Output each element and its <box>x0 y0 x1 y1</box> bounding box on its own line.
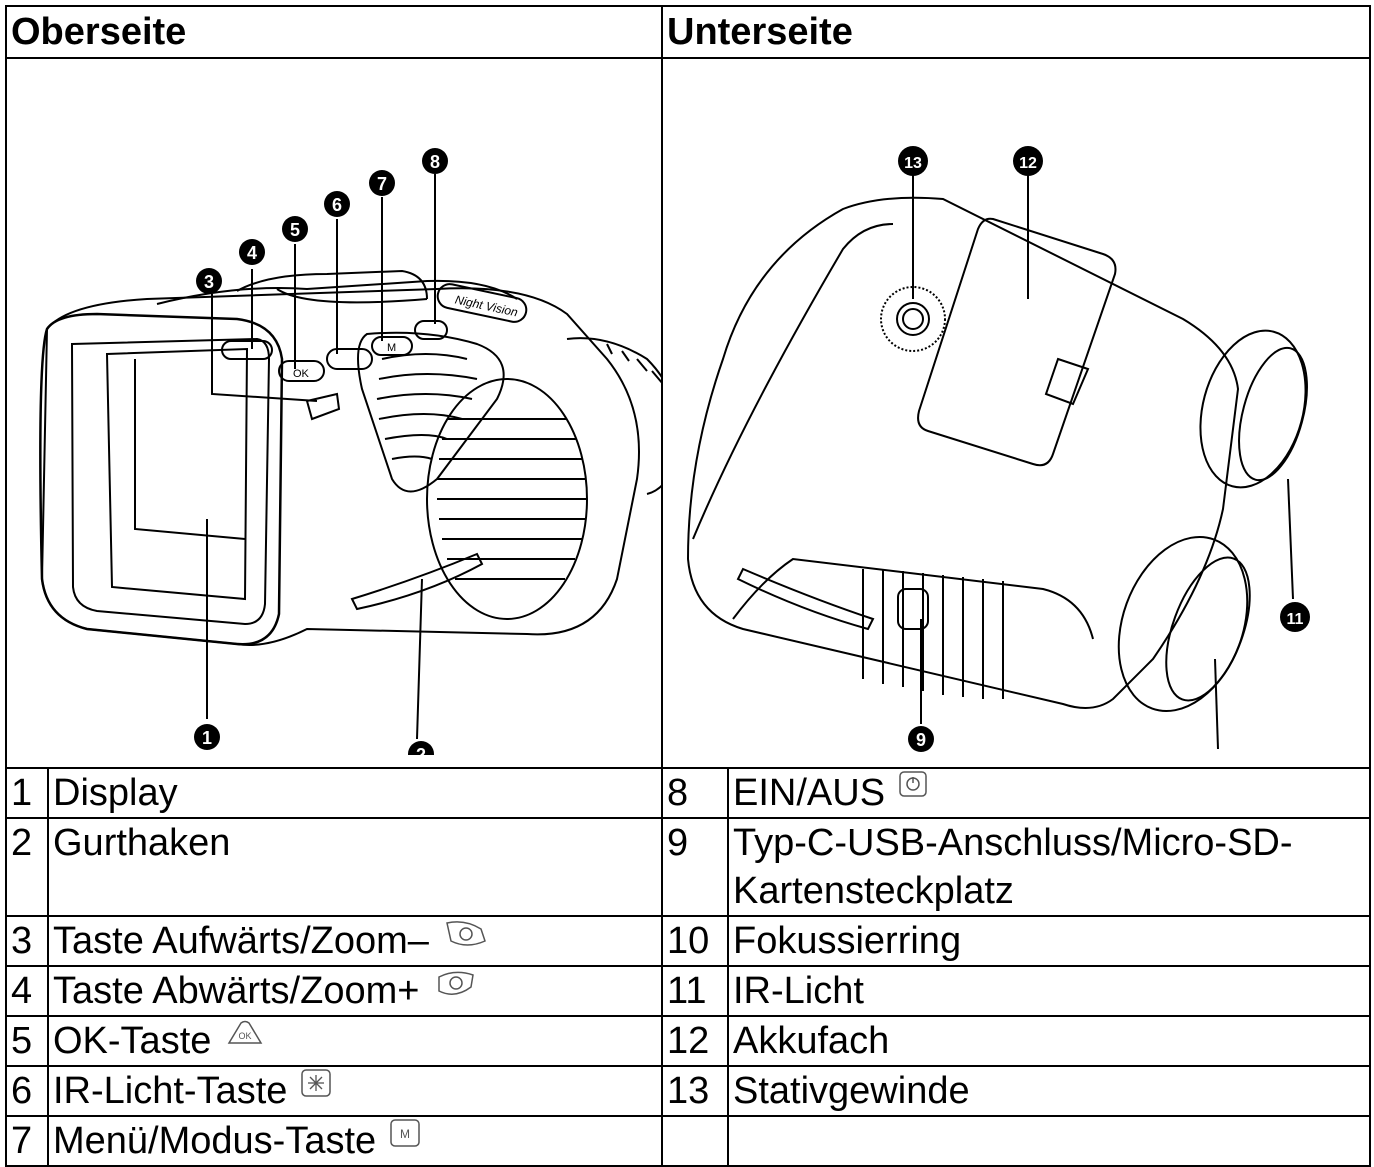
legend-label-zoom-in: Taste Abwärts/Zoom+ <box>53 970 420 1012</box>
legend-label-power: EIN/AUS <box>733 772 886 814</box>
legend-label-battery: Akkufach <box>727 1015 1371 1067</box>
legend-label-empty <box>727 1115 1371 1167</box>
ok-icon-text: OK <box>239 1031 252 1041</box>
legend-num-11: 11 <box>661 965 729 1017</box>
legend-label-ir-button: IR-Licht-Taste <box>53 1070 288 1112</box>
callout-8: 8 <box>430 152 440 172</box>
power-icon <box>899 771 927 797</box>
callout-2: 2 <box>416 745 426 755</box>
menu-mode-icon: M <box>390 1119 420 1147</box>
callout-4: 4 <box>247 243 257 263</box>
legend-label-ok: OK-Taste <box>53 1020 212 1062</box>
legend-cell-ir-button: IR-Licht-Taste <box>47 1065 663 1117</box>
zoom-out-icon <box>443 919 487 949</box>
callout-11: 11 <box>1287 611 1304 628</box>
callouts-bottom: 9 10 11 12 13 <box>898 146 1310 786</box>
callout-6: 6 <box>332 195 342 215</box>
ok-icon: OK <box>225 1019 265 1047</box>
legend-num-12: 12 <box>661 1015 729 1067</box>
zoom-in-icon <box>433 969 477 999</box>
legend-label-strap-hook: Gurthaken <box>47 817 663 917</box>
legend-cell-power: EIN/AUS <box>727 767 1371 819</box>
callout-9: 9 <box>916 730 926 750</box>
legend-num-1: 1 <box>5 767 49 819</box>
callout-3: 3 <box>204 272 214 292</box>
legend-num-8: 8 <box>661 767 729 819</box>
legend-num-10: 10 <box>661 915 729 967</box>
legend-num-2: 2 <box>5 817 49 917</box>
ir-light-icon <box>301 1069 332 1097</box>
legend-cell-menu: Menü/Modus-Taste M <box>47 1115 663 1167</box>
legend-num-5: 5 <box>5 1015 49 1067</box>
legend-num-13: 13 <box>661 1065 729 1117</box>
device-menu-text: M <box>387 342 396 354</box>
callout-7: 7 <box>377 174 387 194</box>
legend-num-4: 4 <box>5 965 49 1017</box>
legend-label-ir-light: IR-Licht <box>727 965 1371 1017</box>
callout-5: 5 <box>290 220 300 240</box>
legend-cell-ok: OK-Taste OK <box>47 1015 663 1067</box>
legend-label-menu: Menü/Modus-Taste <box>53 1120 377 1162</box>
device-bottom-illustration: 9 10 11 12 13 <box>686 146 1310 786</box>
legend-label-display: Display <box>47 767 663 819</box>
legend-num-3: 3 <box>5 915 49 967</box>
callout-1: 1 <box>202 728 212 748</box>
figure-bottom-cell: 9 10 11 12 13 <box>661 57 1371 786</box>
legend-cell-zoom-out: Taste Aufwärts/Zoom– <box>47 915 663 967</box>
device-ok-text: OK <box>293 368 310 380</box>
header-top-side: Oberseite <box>5 5 663 59</box>
device-top-illustration: Night Vision OK M 1 2 3 4 5 6 7 8 <box>39 148 680 767</box>
legend-label-zoom-out: Taste Aufwärts/Zoom– <box>53 920 429 962</box>
parts-table: Oberseite Unterseite <box>5 5 1371 1167</box>
legend-num-empty <box>661 1115 729 1167</box>
figure-top-cell: Night Vision OK M 1 2 3 4 5 6 7 8 <box>5 57 680 769</box>
header-bottom-side: Unterseite <box>661 5 1371 59</box>
legend-num-9: 9 <box>661 817 729 917</box>
callout-12: 12 <box>1019 155 1037 172</box>
legend-cell-zoom-in: Taste Abwärts/Zoom+ <box>47 965 663 1017</box>
callout-13: 13 <box>904 155 922 172</box>
legend-label-usb-sd: Typ-C-USB-Anschluss/Micro-SD-Kartensteck… <box>727 817 1371 917</box>
legend-num-7: 7 <box>5 1115 49 1167</box>
legend-num-6: 6 <box>5 1065 49 1117</box>
manual-sheet: Oberseite Unterseite <box>5 5 1371 1167</box>
callouts-top: 1 2 3 4 5 6 7 8 <box>194 148 448 767</box>
menu-icon-text: M <box>400 1127 410 1141</box>
legend-label-tripod: Stativgewinde <box>727 1065 1371 1117</box>
legend-label-focus-ring: Fokussierring <box>727 915 1371 967</box>
